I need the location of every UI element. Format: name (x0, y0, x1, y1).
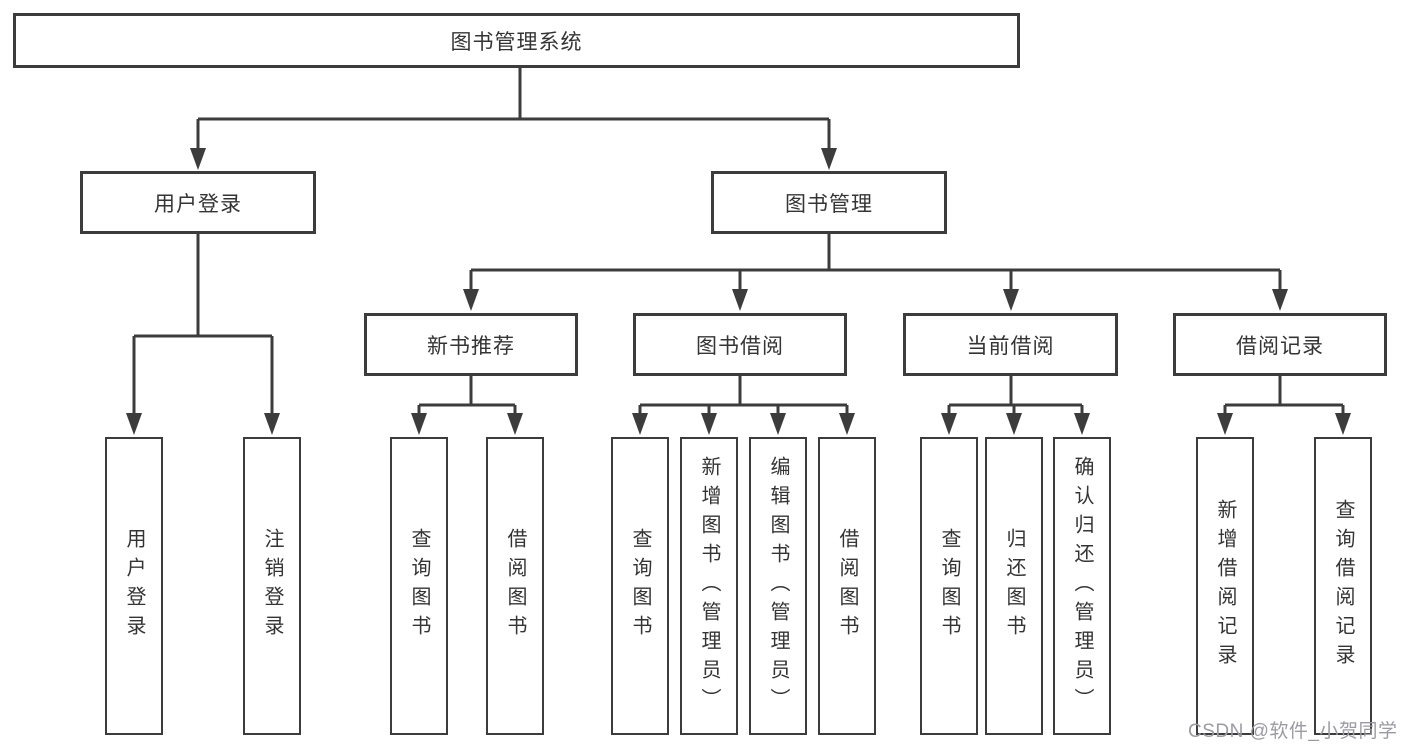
node-library-system: 图书管理系统 (13, 13, 1020, 68)
node-borrow-records: 借阅记录 (1173, 313, 1387, 376)
leaf-add-book-admin: 新增图书（管理员） (680, 437, 738, 735)
leaf-add-borrow-record: 新增借阅记录 (1196, 437, 1254, 735)
connector-records-to-leaves (1223, 376, 1345, 415)
leaf-edit-book-admin: 编辑图书（管理员） (749, 437, 807, 735)
connector-root-to-level2 (196, 68, 831, 150)
node-book-management: 图书管理 (711, 171, 947, 234)
connector-borrow-to-leaves (638, 376, 849, 415)
connector-book-mgmt-to-level3 (469, 234, 1282, 291)
arrowheads (126, 148, 1351, 435)
leaf-query-borrow-record: 查询借阅记录 (1314, 437, 1372, 735)
connector-user-login-to-leaves (132, 234, 274, 415)
leaf-query-books-recommend-label: 查询图书 (408, 528, 430, 644)
leaf-add-borrow-record-label: 新增借阅记录 (1214, 499, 1236, 673)
node-new-book-recommend: 新书推荐 (364, 313, 578, 376)
leaf-confirm-return-admin-label: 确认归还（管理员） (1071, 455, 1093, 717)
node-user-login: 用户登录 (80, 171, 316, 234)
leaf-query-borrow-record-label: 查询借阅记录 (1332, 499, 1354, 673)
leaf-query-books-recommend: 查询图书 (390, 437, 448, 735)
node-book-borrow-label: 图书借阅 (696, 334, 784, 358)
leaf-return-book-label: 归还图书 (1003, 528, 1025, 644)
leaf-query-books-current: 查询图书 (920, 437, 978, 735)
leaf-user-login-label: 用户登录 (123, 528, 145, 644)
node-library-system-label: 图书管理系统 (450, 30, 583, 54)
leaf-query-books-borrow-label: 查询图书 (629, 528, 651, 644)
leaf-query-books-borrow: 查询图书 (611, 437, 669, 735)
leaf-borrow-books-recommend: 借阅图书 (486, 437, 544, 735)
connector-recommend-to-leaves (417, 376, 517, 415)
leaf-query-books-current-label: 查询图书 (938, 528, 960, 644)
node-borrow-records-label: 借阅记录 (1236, 334, 1324, 358)
node-book-management-label: 图书管理 (785, 192, 873, 216)
connector-current-to-leaves (947, 376, 1084, 415)
node-current-borrow-label: 当前借阅 (966, 334, 1055, 358)
node-new-book-recommend-label: 新书推荐 (427, 334, 515, 358)
leaf-logout: 注销登录 (243, 437, 301, 735)
leaf-logout-label: 注销登录 (261, 528, 283, 644)
node-current-borrow: 当前借阅 (903, 313, 1118, 376)
node-user-login-label: 用户登录 (154, 192, 242, 216)
leaf-user-login: 用户登录 (105, 437, 163, 735)
node-book-borrow: 图书借阅 (633, 313, 847, 376)
leaf-add-book-admin-label: 新增图书（管理员） (698, 455, 720, 717)
leaf-borrow-books-recommend-label: 借阅图书 (504, 528, 526, 644)
csdn-watermark: CSDN @软件_小贺同学 (1188, 721, 1398, 742)
leaf-confirm-return-admin: 确认归还（管理员） (1053, 437, 1111, 735)
leaf-borrow-books: 借阅图书 (818, 437, 876, 735)
leaf-return-book: 归还图书 (985, 437, 1043, 735)
leaf-borrow-books-label: 借阅图书 (836, 528, 858, 644)
leaf-edit-book-admin-label: 编辑图书（管理员） (767, 455, 789, 717)
